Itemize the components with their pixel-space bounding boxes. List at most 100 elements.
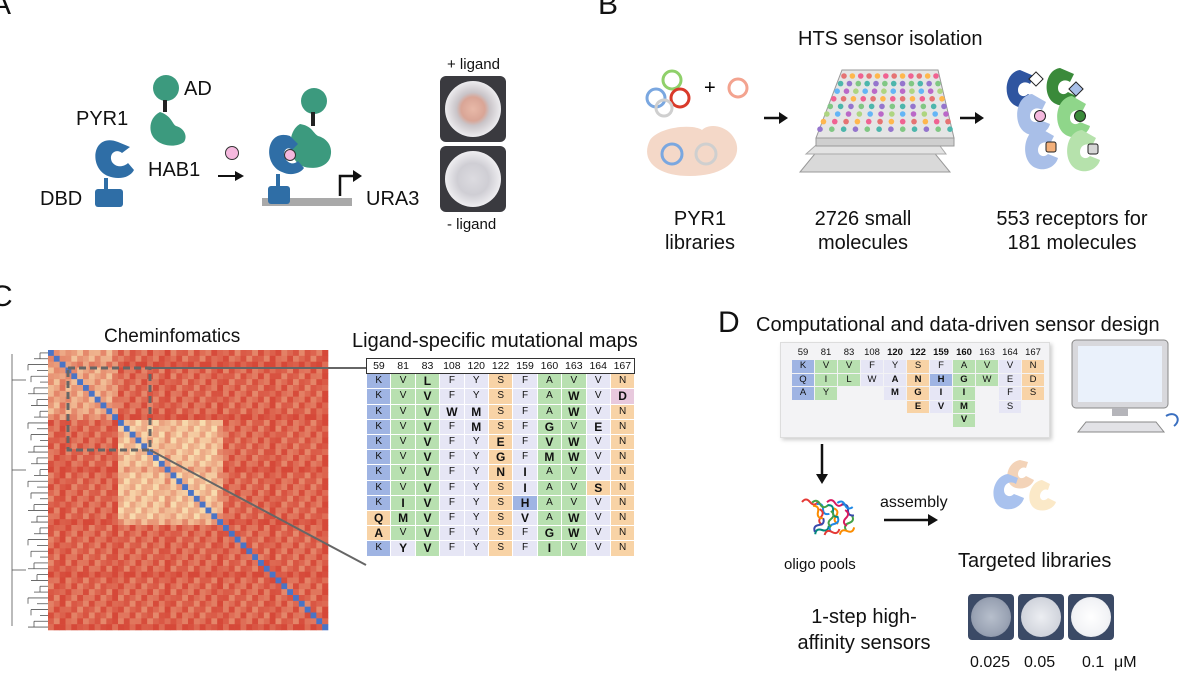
map-cell: F — [512, 388, 538, 405]
label-plus-ligand: + ligand — [447, 56, 500, 73]
design-position-header: 163 — [979, 347, 995, 358]
design-cell — [860, 386, 884, 401]
b-col3-line2: 181 molecules — [1007, 232, 1137, 254]
maps-title: Ligand-specific mutational maps — [352, 330, 638, 352]
complex-protein — [262, 88, 362, 206]
conc-0025: 0.025 — [970, 654, 1011, 671]
map-cell: Y — [463, 540, 489, 557]
map-cell: V — [585, 449, 611, 466]
map-cell: V — [390, 525, 416, 542]
conc-01: 0.1 — [1082, 654, 1105, 671]
design-cell: E — [998, 372, 1022, 387]
map-cell: V — [561, 479, 587, 496]
design-cell — [883, 413, 907, 428]
plate-minus-ligand — [440, 146, 506, 212]
b-col3-line1: 553 receptors for — [996, 208, 1148, 230]
map-cell: S — [487, 540, 514, 557]
design-cell — [975, 399, 999, 414]
label-hab1: HAB1 — [148, 159, 201, 181]
label-dbd: DBD — [40, 188, 83, 210]
panel-letter-b: B — [598, 0, 619, 21]
map-position-header: 163 — [561, 358, 587, 375]
map-cell: M — [463, 418, 489, 436]
design-cell: I — [814, 372, 838, 387]
design-cell — [929, 413, 953, 428]
label-pyr1: PYR1 — [76, 108, 129, 130]
ligand-dot — [225, 146, 239, 160]
design-cell: W — [975, 372, 999, 387]
design-cell — [814, 399, 838, 414]
map-cell: V — [585, 525, 611, 542]
map-cell: F — [512, 449, 538, 466]
map-cell: F — [512, 403, 538, 420]
design-cell — [1021, 399, 1045, 414]
map-cell: V — [414, 388, 441, 405]
conc-unit: μM — [1114, 654, 1137, 671]
map-cell: Y — [463, 373, 489, 390]
design-cell: V — [952, 413, 976, 428]
panel-a-diagram — [95, 75, 362, 207]
dish-01 — [1068, 594, 1114, 640]
map-cell: F — [439, 540, 465, 557]
map-cell: E — [487, 434, 514, 451]
design-cell: A — [883, 372, 907, 387]
map-cell: V — [414, 479, 441, 496]
design-cell: G — [906, 386, 930, 401]
map-cell: V — [585, 388, 611, 405]
map-cell: F — [512, 540, 538, 557]
map-position-header: 160 — [537, 358, 562, 375]
map-cell: F — [512, 373, 538, 390]
targeted-library-proteins — [993, 460, 1056, 511]
map-cell: S — [487, 525, 514, 542]
b-col1-line1: PYR1 — [673, 208, 727, 230]
design-position-header: 81 — [820, 347, 832, 358]
similarity-heatmap — [48, 350, 329, 631]
map-cell: V — [414, 494, 441, 512]
map-cell: L — [414, 373, 441, 390]
design-cell: I — [952, 386, 976, 401]
map-cell: V — [390, 388, 416, 405]
panel-letter-c: C — [0, 280, 13, 313]
map-cell: F — [439, 418, 465, 436]
map-cell: V — [390, 373, 416, 390]
design-cell — [791, 399, 815, 414]
design-cell: V — [975, 359, 999, 374]
design-cell: G — [952, 372, 976, 387]
design-cell: Q — [791, 372, 815, 387]
map-cell: W — [561, 388, 587, 405]
map-cell: D — [609, 388, 636, 405]
map-cell: A — [536, 464, 563, 481]
map-cell: N — [609, 540, 636, 557]
design-cell: W — [860, 372, 884, 387]
high-affinity-line1: 1-step high- — [811, 606, 917, 628]
map-cell: V — [390, 464, 416, 481]
map-position-header: 122 — [488, 358, 513, 375]
map-cell: I — [390, 494, 416, 512]
design-cell: N — [906, 372, 930, 387]
map-cell: V — [585, 464, 611, 481]
map-cell: V — [585, 434, 611, 451]
map-cell: V — [561, 540, 587, 557]
design-cell: H — [929, 372, 953, 387]
map-cell: F — [439, 464, 465, 481]
map-cell: A — [536, 479, 563, 496]
map-cell: S — [487, 479, 514, 496]
map-cell: K — [365, 464, 392, 481]
map-cell: K — [365, 434, 392, 451]
design-cell — [791, 413, 815, 428]
design-position-header: 108 — [864, 347, 880, 358]
map-cell: S — [487, 403, 514, 420]
design-title: Computational and data-driven sensor des… — [756, 314, 1160, 336]
map-cell: Y — [463, 464, 489, 481]
design-cell: V — [814, 359, 838, 374]
map-cell: F — [512, 434, 538, 451]
map-cell: V — [414, 464, 441, 481]
map-cell: V — [414, 403, 441, 420]
map-cell: F — [439, 494, 465, 512]
